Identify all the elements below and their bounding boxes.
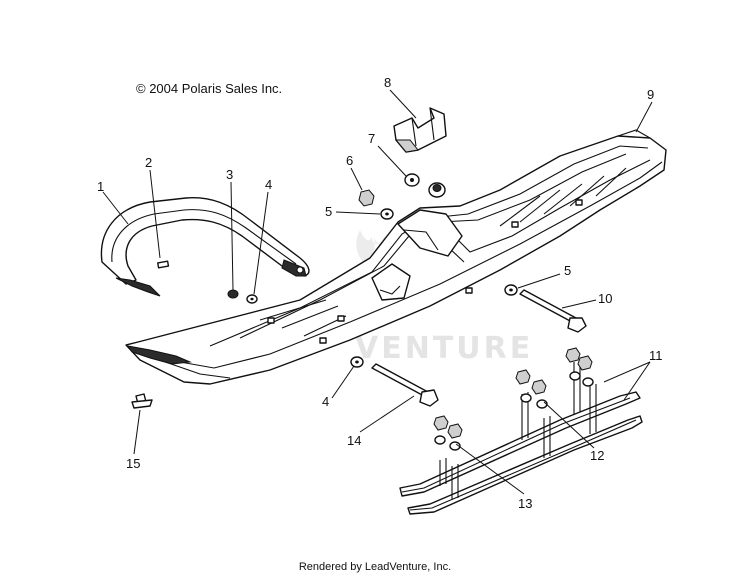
copyright-text: © 2004 Polaris Sales Inc. <box>136 81 282 96</box>
callout-10: 10 <box>598 291 612 306</box>
long-bolt <box>371 363 439 407</box>
nut-3 <box>227 289 239 299</box>
callout-9: 9 <box>647 87 654 102</box>
callout-4-upper: 4 <box>265 177 272 192</box>
ski-loop-handle <box>100 197 310 297</box>
rivet <box>131 393 153 409</box>
washer-7 <box>404 173 420 187</box>
wear-bars <box>399 360 643 515</box>
callout-6: 6 <box>346 153 353 168</box>
footer-credit: Rendered by LeadVenture, Inc. <box>299 561 451 573</box>
callout-13: 13 <box>518 496 532 511</box>
callout-15: 15 <box>126 456 140 471</box>
watermark-text: VENTURE <box>355 331 533 366</box>
bumper-block <box>393 107 447 153</box>
callout-7: 7 <box>368 131 375 146</box>
callout-5-right: 5 <box>564 263 571 278</box>
nut-6 <box>358 189 375 207</box>
callout-8: 8 <box>384 75 391 90</box>
pivot-bolt <box>519 289 587 333</box>
decal <box>157 260 170 269</box>
washer-4-lower <box>350 356 364 368</box>
callout-14: 14 <box>347 433 361 448</box>
bushing <box>428 182 446 198</box>
washer-4-upper <box>246 294 258 304</box>
callouts: 1 2 3 4 4 5 5 6 7 8 9 10 11 12 13 14 15 <box>97 75 663 511</box>
callout-11: 11 <box>649 348 663 363</box>
callout-4-lower: 4 <box>322 394 329 409</box>
leader-lines <box>102 89 653 495</box>
washer-5-upper <box>380 208 394 220</box>
stud-nuts <box>433 347 593 439</box>
callout-1: 1 <box>97 179 104 194</box>
callout-2: 2 <box>145 155 152 170</box>
callout-5-upper: 5 <box>325 204 332 219</box>
callout-12: 12 <box>590 448 604 463</box>
callout-3: 3 <box>226 167 233 182</box>
stud-washers <box>434 371 594 451</box>
ski-body <box>125 129 667 385</box>
washer-5-right <box>504 284 518 296</box>
